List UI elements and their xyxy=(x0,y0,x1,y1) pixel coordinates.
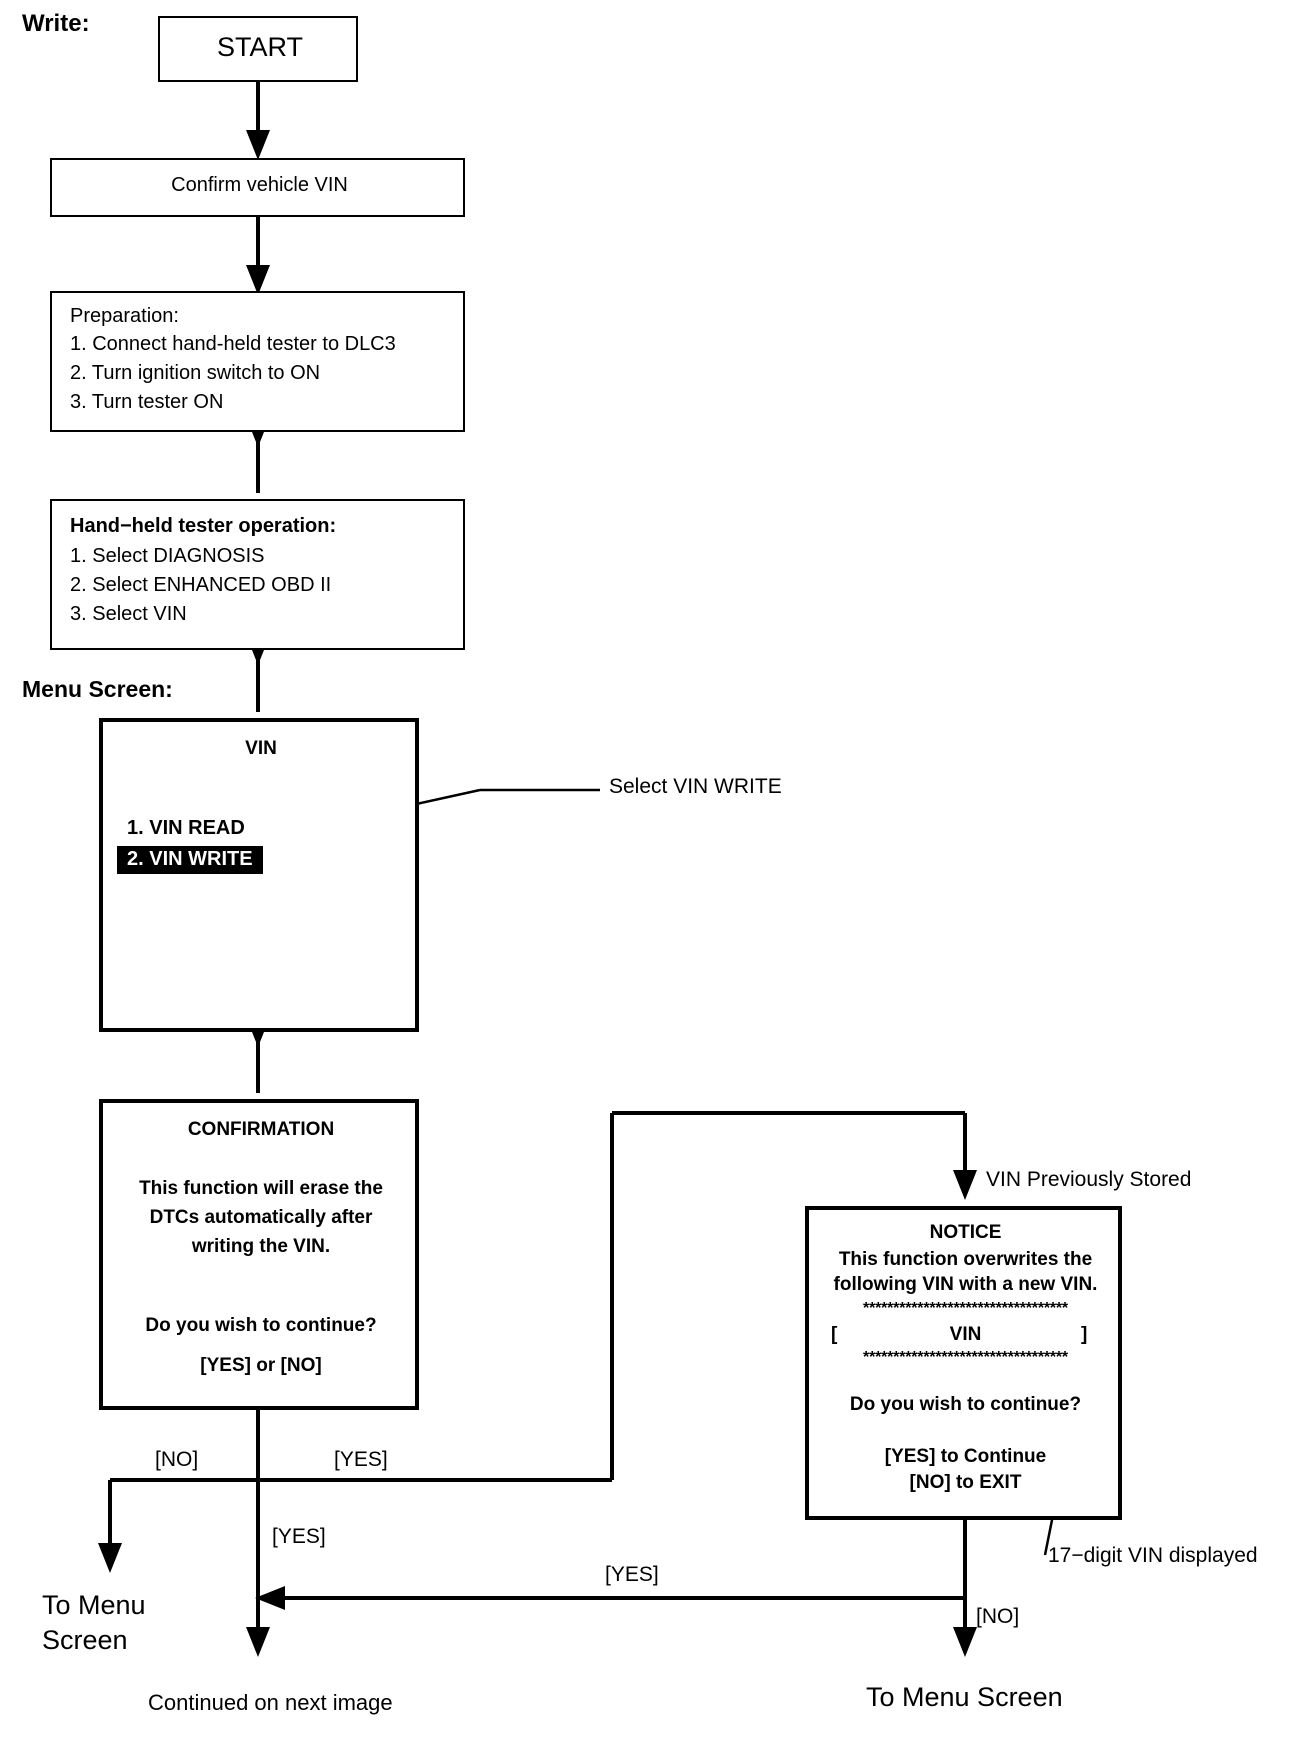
screen-vin-menu: VIN 1. VIN READ 2. VIN WRITE xyxy=(99,718,419,1032)
terminal-to-menu-screen-left-line2: Screen xyxy=(42,1625,128,1655)
notice-stars-bottom: ********************************** xyxy=(863,1349,1068,1366)
preparation-step-2: 2. Turn ignition switch to ON xyxy=(70,362,321,384)
confirmation-line-2: DTCs automatically after xyxy=(149,1207,373,1228)
node-confirm-vin: Confirm vehicle VIN xyxy=(50,158,465,217)
confirmation-question: Do you wish to continue? xyxy=(145,1315,377,1336)
notice-answer-yes: [YES] to Continue xyxy=(884,1446,1047,1467)
confirmation-line-3: writing the VIN. xyxy=(191,1236,331,1257)
notice-answer-no: [NO] to EXIT xyxy=(909,1472,1022,1493)
edge-label-no-left: [NO] xyxy=(155,1448,199,1471)
node-start-label: START xyxy=(216,32,303,62)
edge-label-yes-mid: [YES] xyxy=(334,1448,388,1471)
write-label: Write: xyxy=(22,10,90,37)
screen-notice: NOTICE This function overwrites the foll… xyxy=(805,1206,1122,1520)
terminal-continued-next-image: Continued on next image xyxy=(148,1690,393,1715)
tester-operation-step-1: 1. Select DIAGNOSIS xyxy=(70,545,265,567)
node-tester-operation: Hand−held tester operation: 1. Select DI… xyxy=(50,499,465,650)
vin-menu-title: VIN xyxy=(245,738,277,759)
menu-item-vin-read[interactable]: 1. VIN READ xyxy=(127,817,245,839)
notice-stars-top: ********************************** xyxy=(863,1300,1068,1317)
confirmation-line-1: This function will erase the xyxy=(139,1178,383,1199)
preparation-step-1: 1. Connect hand-held tester to DLC3 xyxy=(70,333,396,355)
callout-select-vin-write: Select VIN WRITE xyxy=(609,775,782,798)
node-start: START xyxy=(158,16,358,82)
edge-label-no-right: [NO] xyxy=(976,1605,1020,1628)
notice-vin-placeholder: VIN xyxy=(949,1324,982,1345)
preparation-step-3: 3. Turn tester ON xyxy=(70,391,224,413)
callout-17-digit-vin: 17−digit VIN displayed xyxy=(1048,1544,1258,1567)
notice-title: NOTICE xyxy=(929,1222,1002,1243)
terminal-to-menu-screen-left-line1: To Menu xyxy=(42,1590,146,1620)
confirmation-answers: [YES] or [NO] xyxy=(200,1355,322,1376)
notice-vin-bracket-right: ] xyxy=(1081,1324,1088,1345)
edge-label-yes-bottom: [YES] xyxy=(605,1563,659,1586)
tester-operation-step-3: 3. Select VIN xyxy=(70,603,187,625)
confirmation-title: CONFIRMATION xyxy=(187,1119,335,1140)
node-preparation: Preparation: 1. Connect hand-held tester… xyxy=(50,291,465,432)
notice-line-2: following VIN with a new VIN. xyxy=(833,1274,1098,1295)
preparation-title: Preparation: xyxy=(70,305,179,327)
menu-screen-label: Menu Screen: xyxy=(22,676,173,702)
notice-question: Do you wish to continue? xyxy=(849,1394,1082,1415)
edge-label-yes-down: [YES] xyxy=(272,1525,326,1548)
tester-operation-step-2: 2. Select ENHANCED OBD II xyxy=(70,574,332,596)
notice-vin-bracket-left: [ xyxy=(831,1324,838,1345)
notice-line-1: This function overwrites the xyxy=(838,1249,1093,1270)
node-confirm-vin-label: Confirm vehicle VIN xyxy=(171,174,348,196)
tester-operation-title: Hand−held tester operation: xyxy=(70,515,337,537)
screen-confirmation: CONFIRMATION This function will erase th… xyxy=(99,1099,419,1410)
terminal-to-menu-screen-right: To Menu Screen xyxy=(866,1682,1063,1712)
callout-vin-previously-stored: VIN Previously Stored xyxy=(986,1168,1192,1191)
menu-item-vin-write-selected[interactable]: 2. VIN WRITE xyxy=(117,846,263,874)
